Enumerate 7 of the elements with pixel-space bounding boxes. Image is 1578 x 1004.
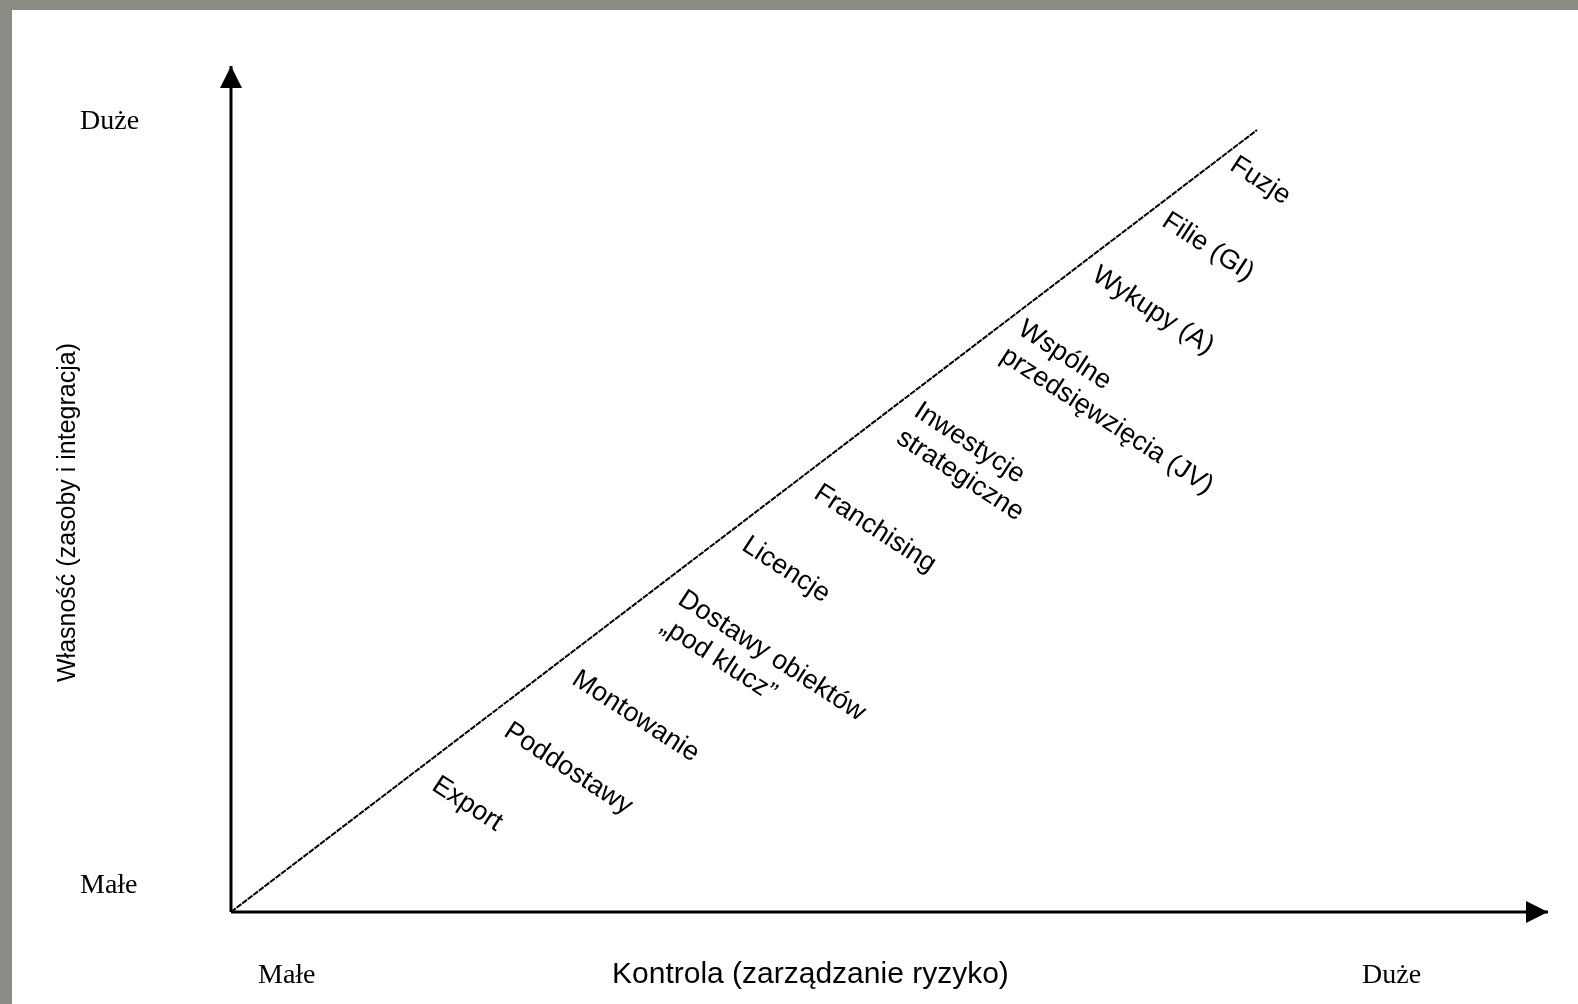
axis-title: Własność (zasoby i integracja) bbox=[52, 343, 81, 682]
axis-scale-label: Małe bbox=[80, 870, 138, 898]
axis-scale-label: Duże bbox=[1362, 960, 1422, 988]
strategy-label: Filie (GI) bbox=[1157, 204, 1262, 287]
axis-scale-label: Duże bbox=[80, 106, 140, 134]
axis-scale-label: Małe bbox=[258, 960, 316, 988]
axis-title: Kontrola (zarządzanie ryzyko) bbox=[612, 958, 1009, 988]
